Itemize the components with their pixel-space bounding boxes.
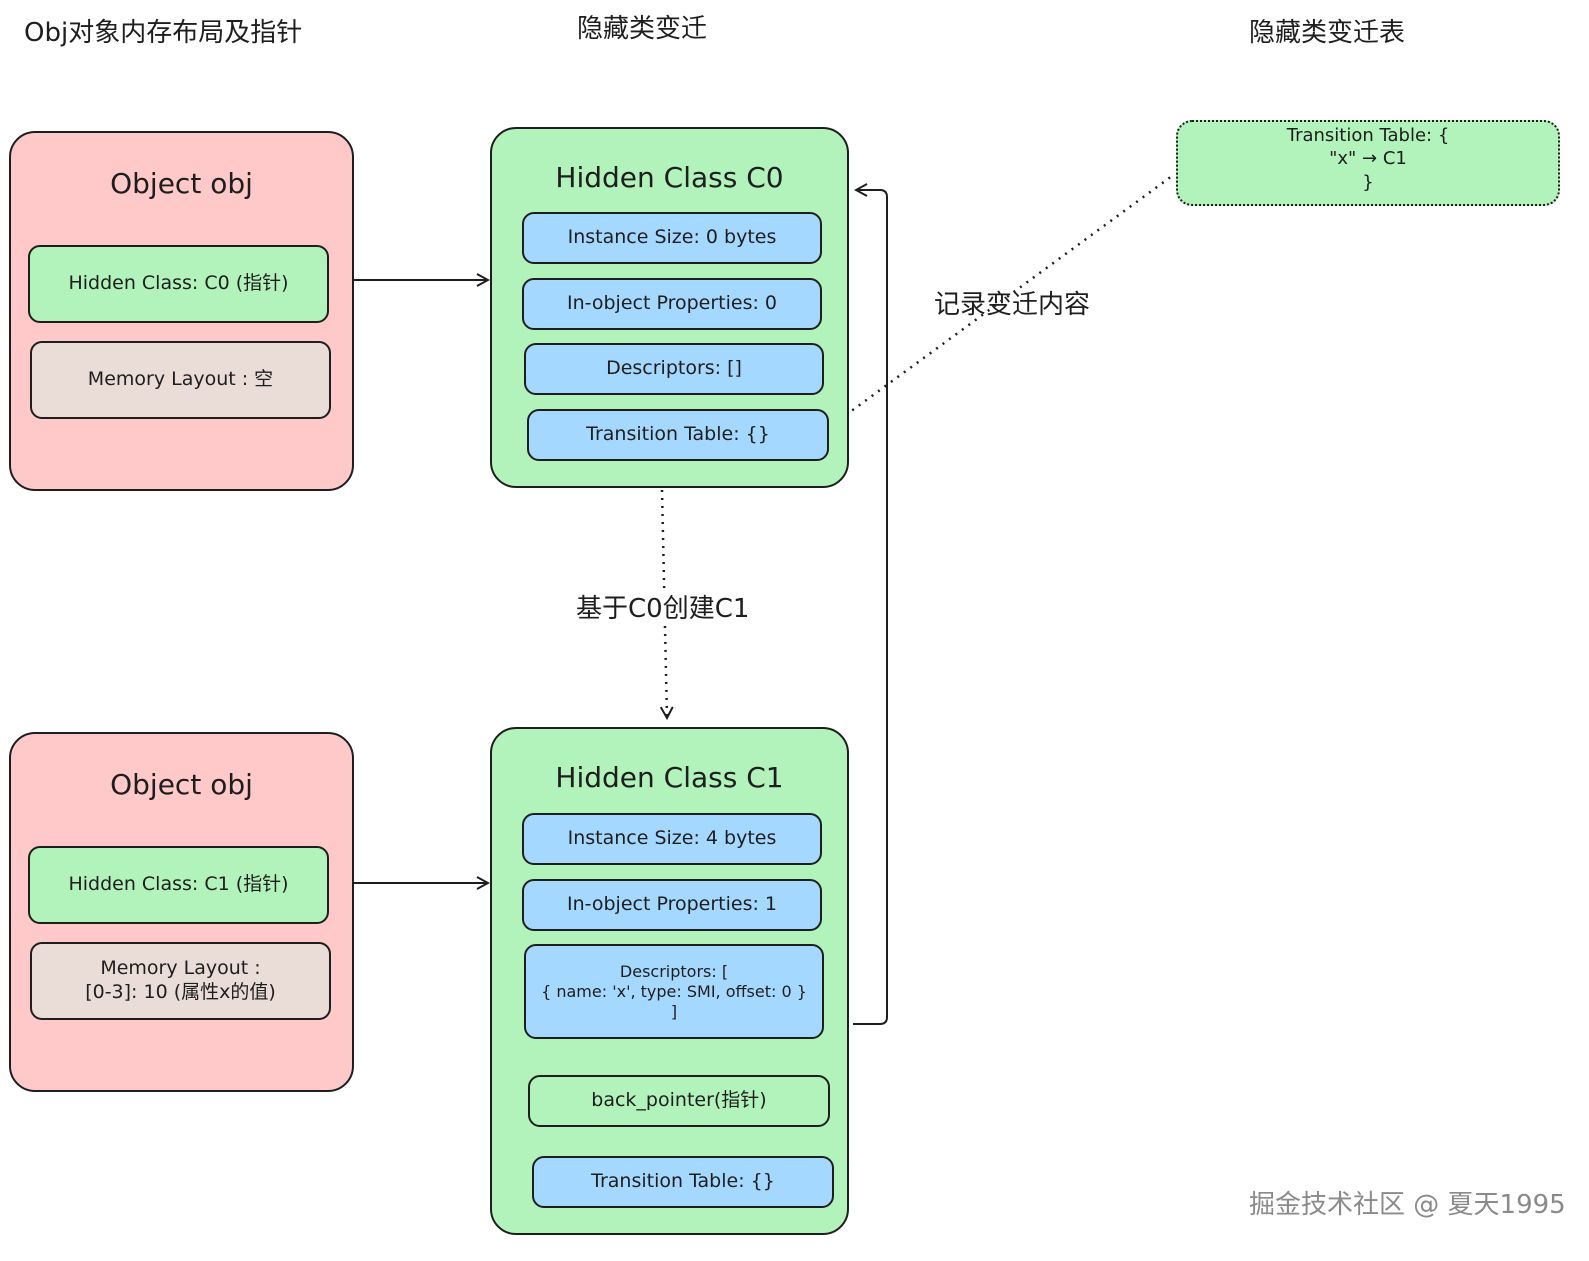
- object-title: Object obj: [110, 768, 253, 801]
- transition-table: Transition Table: {}: [532, 1156, 834, 1208]
- record-transition-label: 记录变迁内容: [934, 290, 1091, 320]
- transition-record-link: [819, 174, 1173, 436]
- back-pointer: back_pointer(指针): [528, 1075, 830, 1127]
- memory-layout: Memory Layout : [0-3]: 10 (属性x的值): [30, 942, 331, 1020]
- transition-table-entry: Transition Table: { "x" → C1 }: [1176, 120, 1560, 206]
- inobject-properties: In-object Properties: 1: [522, 879, 822, 931]
- transition-table: Transition Table: {}: [527, 409, 829, 461]
- column-title-memory: Obj对象内存布局及指针: [24, 18, 303, 48]
- watermark: 掘金技术社区 @ 夏天1995: [1249, 1190, 1566, 1220]
- object-obj-c0: Object obj Hidden Class: C0 (指针) Memory …: [9, 131, 354, 491]
- create-c1-label: 基于C0创建C1: [576, 588, 750, 625]
- descriptors: Descriptors: []: [524, 343, 824, 395]
- object-obj-c1: Object obj Hidden Class: C1 (指针) Memory …: [9, 732, 354, 1092]
- hidden-class-title: Hidden Class C1: [555, 761, 784, 794]
- back-pointer-arrow: [853, 190, 888, 1025]
- descriptors: Descriptors: [ { name: 'x', type: SMI, o…: [524, 944, 824, 1039]
- object-title: Object obj: [110, 167, 253, 200]
- memory-layout: Memory Layout : 空: [30, 341, 331, 419]
- hidden-class-c1: Hidden Class C1 Instance Size: 4 bytes I…: [490, 727, 849, 1235]
- column-title-transition-table: 隐藏类变迁表: [1249, 18, 1406, 48]
- instance-size: Instance Size: 0 bytes: [522, 212, 822, 264]
- hidden-class-title: Hidden Class C0: [555, 161, 784, 194]
- hidden-class-pointer: Hidden Class: C0 (指针): [28, 245, 329, 323]
- hidden-class-pointer: Hidden Class: C1 (指针): [28, 846, 329, 924]
- column-title-transition: 隐藏类变迁: [577, 14, 708, 44]
- inobject-properties: In-object Properties: 0: [522, 278, 822, 330]
- instance-size: Instance Size: 4 bytes: [522, 813, 822, 865]
- hidden-class-c0: Hidden Class C0 Instance Size: 0 bytes I…: [490, 127, 849, 488]
